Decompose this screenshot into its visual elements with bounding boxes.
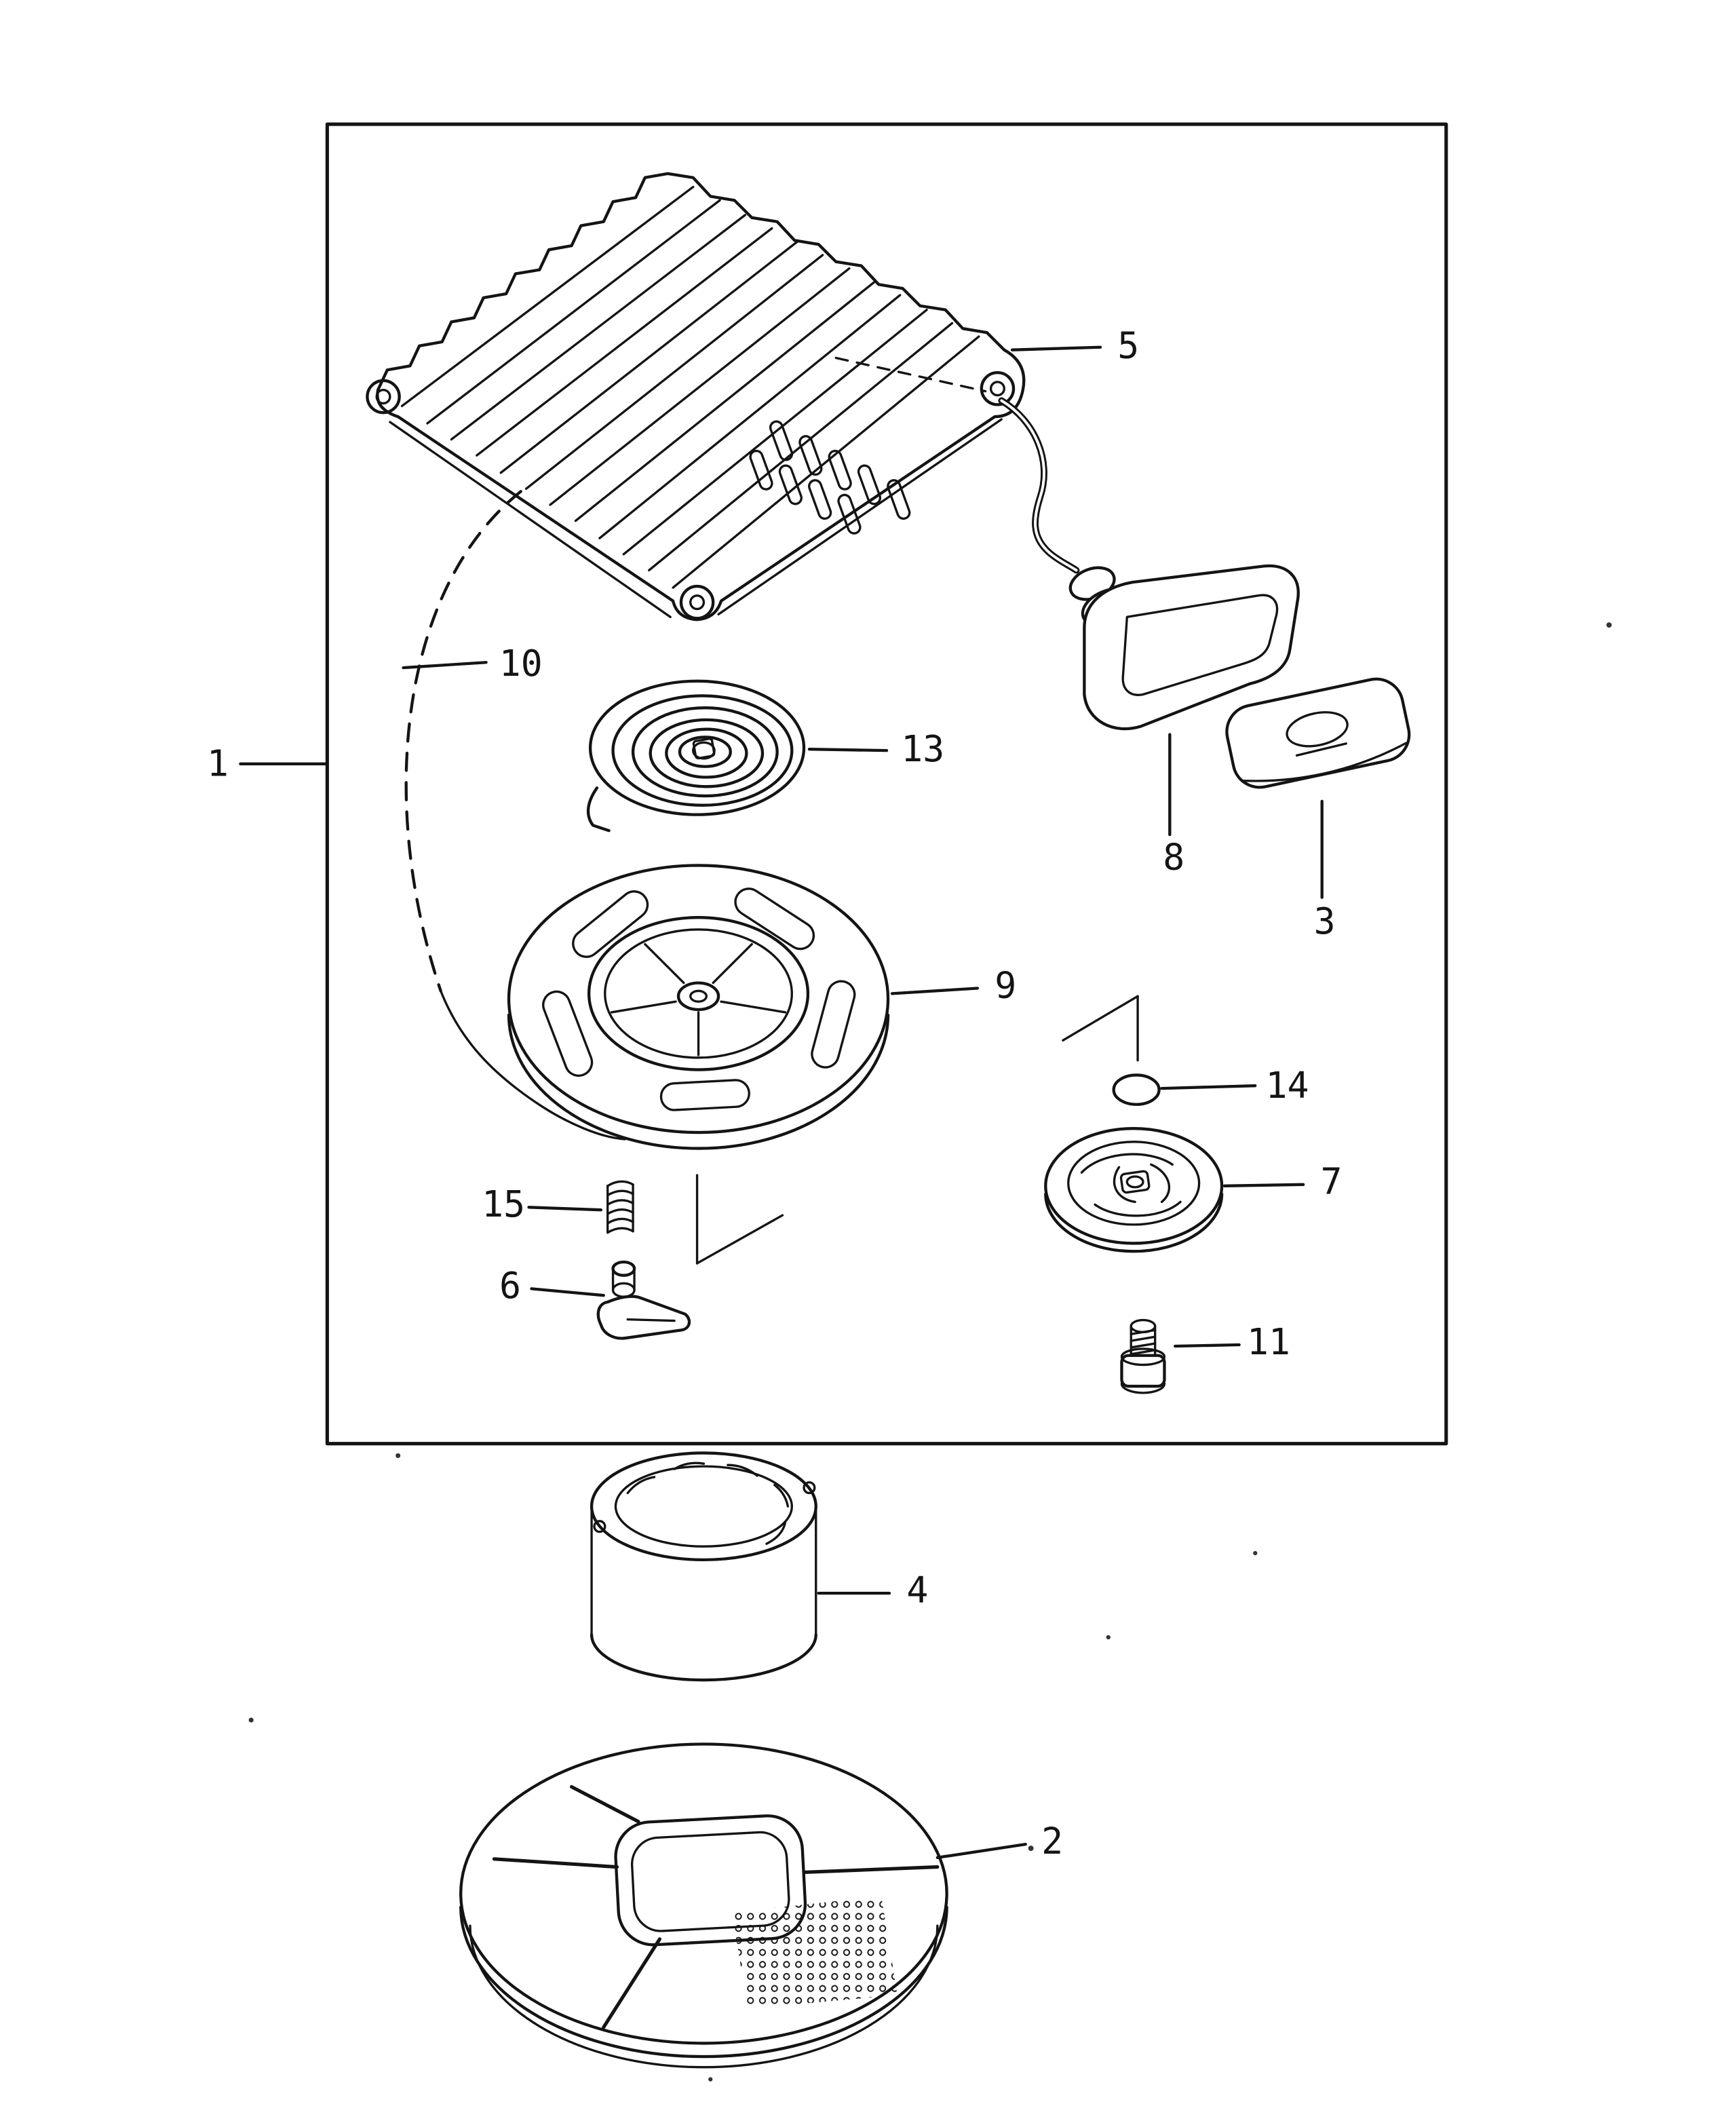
- blower-housing: [366, 172, 1026, 622]
- callout-9-label: 9: [995, 964, 1016, 1006]
- rope-pulley: [507, 864, 890, 1150]
- callout-7-label: 7: [1320, 1161, 1342, 1203]
- callout-3: 3: [1314, 799, 1336, 942]
- callout-8: 8: [1163, 733, 1184, 878]
- pawl-spring: [606, 1180, 634, 1234]
- callout-15-leader: [527, 1206, 603, 1212]
- hidden-rope-line: [834, 356, 987, 393]
- callout-4-label: 4: [906, 1569, 928, 1611]
- screen-mesh: [731, 1896, 898, 2009]
- callout-9: 9: [890, 964, 1016, 1006]
- callout-10: 10: [402, 643, 543, 685]
- callout-4: 4: [817, 1569, 928, 1611]
- callout-15: 15: [482, 1183, 603, 1225]
- callout-11-label: 11: [1247, 1321, 1290, 1363]
- callout-6: 6: [499, 1265, 605, 1307]
- retainer-bolt: [1120, 1318, 1166, 1394]
- callout-2-leader: [935, 1842, 1027, 1859]
- callout-1: 1: [207, 743, 329, 785]
- mounting-ears: [366, 370, 1016, 620]
- callout-5-leader: [1010, 345, 1102, 351]
- callout-6-leader: [530, 1287, 605, 1297]
- pulley-spokes: [610, 942, 787, 1056]
- pawl: [596, 1260, 691, 1340]
- callout-6-label: 6: [499, 1265, 521, 1307]
- callout-1-label: 1: [207, 743, 229, 785]
- screen-arms: [492, 1784, 940, 2029]
- starter-rope: [998, 397, 1080, 574]
- scan-specks: [248, 622, 1612, 2082]
- callout-5: 5: [1010, 324, 1139, 366]
- callout-7: 7: [1222, 1161, 1342, 1203]
- starter-handle: [1068, 564, 1300, 731]
- callout-10-leader: [402, 661, 488, 670]
- callout-14: 14: [1160, 1065, 1309, 1107]
- callout-2: 2: [935, 1820, 1063, 1862]
- callout-7-leader: [1222, 1183, 1305, 1187]
- washer: [1112, 1073, 1161, 1106]
- callout-5-label: 5: [1117, 324, 1139, 366]
- callout-8-label: 8: [1163, 836, 1184, 878]
- handle-insert: [1225, 677, 1411, 789]
- callout-3-label: 3: [1314, 900, 1336, 942]
- pulley-slots: [542, 887, 856, 1111]
- cooling-fins: [400, 185, 980, 589]
- callout-2-label: 2: [1041, 1820, 1063, 1862]
- callout-9-leader: [890, 987, 980, 995]
- callout-11-leader: [1174, 1343, 1241, 1348]
- callout-14-leader: [1160, 1084, 1257, 1090]
- recoil-spring: [586, 679, 806, 833]
- rope-routing-path: [404, 490, 626, 1141]
- starter-cup: [590, 1451, 817, 1682]
- callout-11: 11: [1174, 1321, 1290, 1363]
- flywheel-screen: [459, 1742, 948, 2069]
- callout-10-label: 10: [499, 643, 543, 685]
- assembly-guide-lines: [695, 995, 1139, 1265]
- assembly-boundary-box: [325, 122, 1448, 1446]
- callout-13-label: 13: [901, 728, 944, 770]
- callouts: 1 5 10 13 8 3 9 14: [207, 324, 1342, 1862]
- vent-louvers: [749, 420, 911, 535]
- callout-13-leader: [807, 748, 889, 752]
- spring-outer-hook: [586, 786, 611, 833]
- callout-13: 13: [807, 728, 944, 770]
- friction-plate: [1044, 1126, 1224, 1253]
- callout-15-label: 15: [482, 1183, 525, 1225]
- callout-14-label: 14: [1266, 1065, 1309, 1107]
